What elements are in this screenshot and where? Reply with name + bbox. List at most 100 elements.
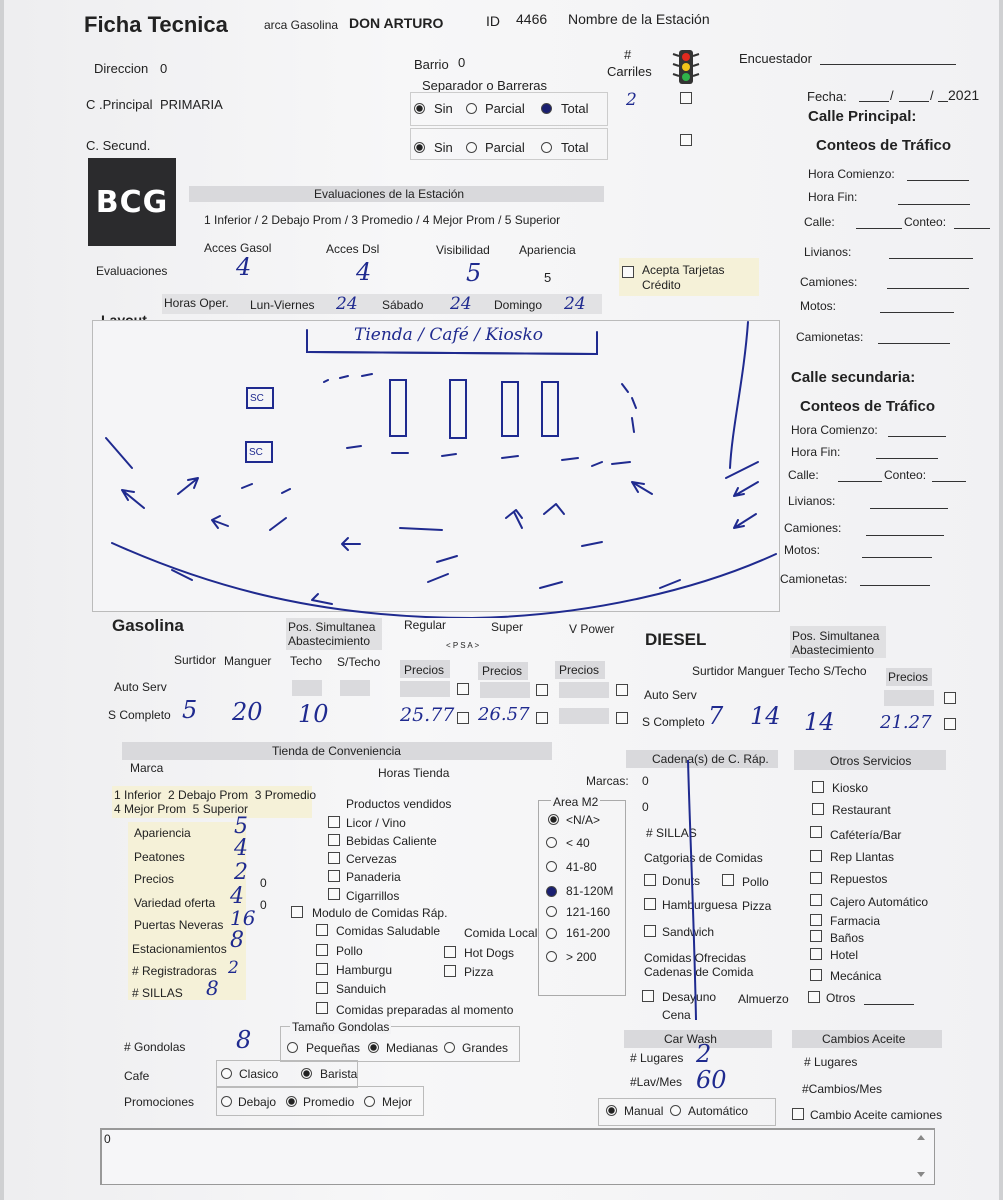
licor-checkbox[interactable] <box>328 816 340 828</box>
cadena-marcas-value[interactable]: 0 <box>642 774 649 788</box>
sep2-parcial-radio[interactable] <box>466 142 477 153</box>
secundaria-hora-fin-field[interactable] <box>876 458 938 459</box>
hamburgu-checkbox[interactable] <box>316 963 328 975</box>
diesel-sc-manguer[interactable]: 14 <box>750 702 781 730</box>
eval-gasol-value[interactable]: 4 <box>236 253 252 281</box>
direccion-value[interactable]: 0 <box>160 61 168 76</box>
preparadas-checkbox[interactable] <box>316 1002 328 1014</box>
barrio-value[interactable]: 0 <box>458 55 466 70</box>
cigarrillos-checkbox[interactable] <box>328 888 340 900</box>
otros-checkbox[interactable] <box>808 991 820 1003</box>
repuestos-checkbox[interactable] <box>810 872 822 884</box>
tienda-estacionamientos-value[interactable]: 8 <box>230 928 244 953</box>
area-na-radio[interactable] <box>548 814 559 825</box>
secundaria-hora-comienzo-field[interactable] <box>888 436 946 437</box>
principal-hora-fin-field[interactable] <box>898 204 970 205</box>
carriles-checkbox-1[interactable] <box>680 92 692 104</box>
sanduich-checkbox[interactable] <box>316 982 328 994</box>
sep1-parcial-radio[interactable] <box>466 103 477 114</box>
gasolina-sc-surtidor[interactable]: 5 <box>182 696 198 724</box>
automatico-radio[interactable] <box>670 1105 681 1116</box>
cervezas-checkbox[interactable] <box>328 852 340 864</box>
area-lt40-radio[interactable] <box>546 837 557 848</box>
mejor-radio[interactable] <box>364 1096 375 1107</box>
tienda-apariencia-value[interactable]: 5 <box>234 814 248 839</box>
tienda-sillas-value[interactable]: 8 <box>206 976 219 1000</box>
gasolina-sc-vpower-check[interactable] <box>616 712 628 724</box>
promedio-radio[interactable] <box>286 1096 297 1107</box>
notes-field[interactable] <box>100 1128 935 1185</box>
grandes-radio[interactable] <box>444 1042 455 1053</box>
donuts-checkbox[interactable] <box>644 874 656 886</box>
eval-apar-value[interactable]: 5 <box>544 270 552 285</box>
sep1-total-radio[interactable] <box>541 103 552 114</box>
gasolina-auto-regular-check[interactable] <box>457 683 469 695</box>
principal-calle-field[interactable] <box>856 228 902 229</box>
restaurant-checkbox[interactable] <box>812 803 824 815</box>
otros-field[interactable] <box>864 1004 914 1005</box>
tienda-precios-value[interactable]: 2 <box>234 860 248 885</box>
gasolina-auto-techo[interactable] <box>292 680 322 696</box>
gasolina-sc-precio-regular[interactable]: 25.77 <box>400 704 455 726</box>
desayuno-checkbox[interactable] <box>642 990 654 1002</box>
tarjetas-checkbox[interactable] <box>622 266 634 278</box>
cadena-pollo-checkbox[interactable] <box>722 874 734 886</box>
principal-motos-field[interactable] <box>880 312 954 313</box>
clasico-radio[interactable] <box>221 1068 232 1079</box>
carriles-value[interactable]: 2 <box>626 90 637 110</box>
secundaria-motos-field[interactable] <box>862 557 932 558</box>
cafeteria-checkbox[interactable] <box>810 826 822 838</box>
gasolina-sc-regular-check[interactable] <box>457 712 469 724</box>
pollo-checkbox[interactable] <box>316 944 328 956</box>
diesel-auto-precio[interactable] <box>884 690 934 706</box>
gasolina-sc-techo[interactable]: 10 <box>298 700 329 728</box>
gasolina-auto-precio-vpower[interactable] <box>559 682 609 698</box>
cajero-checkbox[interactable] <box>810 894 822 906</box>
principal-camiones-field[interactable] <box>887 288 969 289</box>
cambio-camiones-checkbox[interactable] <box>792 1108 804 1120</box>
pequenas-radio[interactable] <box>287 1042 298 1053</box>
secundaria-camiones-field[interactable] <box>866 535 944 536</box>
mecanica-checkbox[interactable] <box>810 969 822 981</box>
modulo-checkbox[interactable] <box>291 906 303 918</box>
hamburguesa-checkbox[interactable] <box>644 898 656 910</box>
gasolina-sc-manguer[interactable]: 20 <box>232 698 263 726</box>
diesel-sc-check[interactable] <box>944 718 956 730</box>
principal-hora-comienzo-field[interactable] <box>907 180 969 181</box>
sep2-total-radio[interactable] <box>541 142 552 153</box>
diesel-sc-surtidor[interactable]: 7 <box>708 702 724 730</box>
panaderia-checkbox[interactable] <box>328 870 340 882</box>
domingo-value[interactable]: 24 <box>564 294 586 314</box>
saludable-checkbox[interactable] <box>316 924 328 936</box>
secundaria-calle-field[interactable] <box>838 481 882 482</box>
gasolina-auto-stecho[interactable] <box>340 680 370 696</box>
eval-vis-value[interactable]: 5 <box>466 259 482 287</box>
principal-camionetas-field[interactable] <box>878 343 950 344</box>
farmacia-checkbox[interactable] <box>810 914 822 926</box>
carwash-lugares-value[interactable]: 2 <box>696 1040 712 1068</box>
tienda-neveras-value[interactable]: 16 <box>230 906 256 930</box>
tienda-peatones-value[interactable]: 4 <box>234 836 248 861</box>
banos-checkbox[interactable] <box>810 930 822 942</box>
debajo-radio[interactable] <box>221 1096 232 1107</box>
area-200-radio[interactable] <box>546 951 557 962</box>
gasolina-auto-super-check[interactable] <box>536 684 548 696</box>
principal-value[interactable]: PRIMARIA <box>160 97 223 112</box>
sabado-value[interactable]: 24 <box>450 294 472 314</box>
sep1-sin-radio[interactable] <box>414 103 425 114</box>
carwash-lavmes-value[interactable]: 60 <box>696 1066 727 1094</box>
encuestador-field[interactable] <box>820 64 956 65</box>
notes-scrollbar[interactable] <box>914 1132 928 1180</box>
kiosko-checkbox[interactable] <box>812 781 824 793</box>
secundaria-livianos-field[interactable] <box>870 508 948 509</box>
notes-value[interactable]: 0 <box>104 1132 111 1146</box>
gasolina-sc-precio-super[interactable]: 26.57 <box>478 704 530 725</box>
gasolina-auto-vpower-check[interactable] <box>616 684 628 696</box>
pizza-checkbox[interactable] <box>444 965 456 977</box>
bebidas-checkbox[interactable] <box>328 834 340 846</box>
gasolina-auto-precio-super[interactable] <box>480 682 530 698</box>
diesel-sc-precio[interactable]: 21.27 <box>880 712 932 733</box>
gasolina-sc-precio-vpower[interactable] <box>559 708 609 724</box>
area-81-radio[interactable] <box>546 886 557 897</box>
fecha-year[interactable]: 2021 <box>948 87 980 103</box>
